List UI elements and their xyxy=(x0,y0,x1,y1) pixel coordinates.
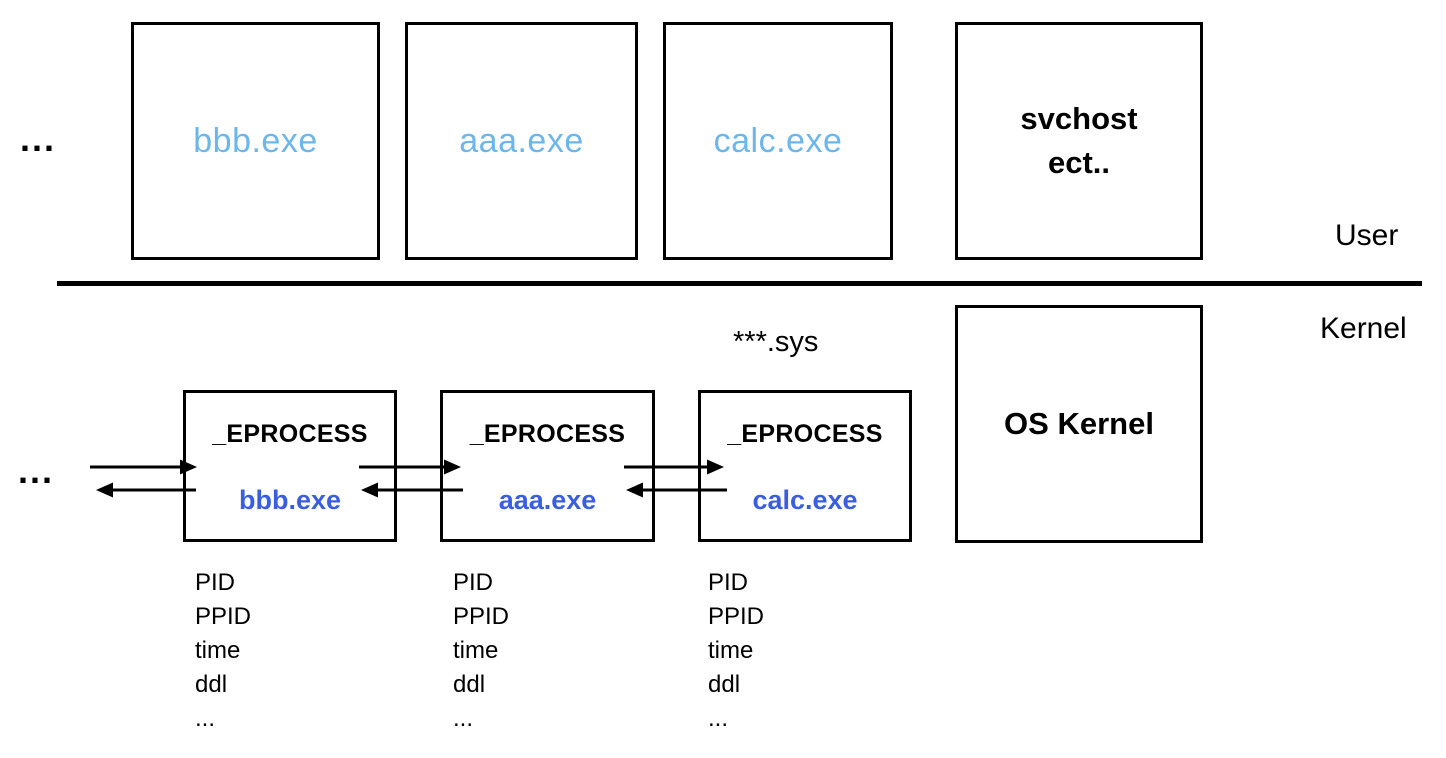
os-kernel-label: OS Kernel xyxy=(1004,406,1154,441)
eprocess-fields-aaa: PID PPID time ddl ... xyxy=(453,566,509,736)
user-process-label-aaa: aaa.exe xyxy=(459,121,584,160)
flink-arrow-0 xyxy=(90,459,197,475)
field-ppid: PPID xyxy=(708,603,765,630)
field-ppid: PPID xyxy=(453,603,510,630)
field-pid: PID xyxy=(708,569,749,596)
user-processes-ellipsis: ... xyxy=(20,118,57,159)
kernel-list-ellipsis: ... xyxy=(18,450,55,491)
driver-sys-label: ***.sys xyxy=(733,326,819,358)
eprocess-process-name-aaa: aaa.exe xyxy=(498,485,597,515)
field-time: time xyxy=(453,637,499,664)
field-ddl: ddl xyxy=(453,671,486,698)
eprocess-process-name-calc: calc.exe xyxy=(752,485,858,515)
eprocess-title: _EPROCESS xyxy=(727,420,883,448)
user-process-box-calc: calc.exe xyxy=(663,22,893,260)
eprocess-box-aaa: _EPROCESS aaa.exe xyxy=(440,390,655,542)
eprocess-box-bbb: _EPROCESS bbb.exe xyxy=(183,390,397,542)
user-process-box-svchost: svchost ect.. xyxy=(955,22,1203,260)
field-more: ... xyxy=(708,705,729,732)
eprocess-title: _EPROCESS xyxy=(212,420,368,448)
field-ppid: PPID xyxy=(195,603,252,630)
svchost-label-line1: svchost xyxy=(1020,100,1138,136)
field-ddl: ddl xyxy=(708,671,741,698)
field-time: time xyxy=(708,637,754,664)
user-process-label-calc: calc.exe xyxy=(713,121,843,160)
field-pid: PID xyxy=(453,569,494,596)
eprocess-title: _EPROCESS xyxy=(469,420,626,448)
eprocess-box-calc: _EPROCESS calc.exe xyxy=(698,390,912,542)
field-ddl: ddl xyxy=(195,671,228,698)
blink-arrow-0 xyxy=(96,482,196,498)
user-region-label: User xyxy=(1335,219,1399,252)
eprocess-fields-bbb: PID PPID time ddl ... xyxy=(195,566,251,736)
user-kernel-divider xyxy=(57,281,1422,286)
field-more: ... xyxy=(195,705,216,732)
field-time: time xyxy=(195,637,241,664)
eprocess-fields-calc: PID PPID time ddl ... xyxy=(708,566,764,736)
svchost-label-line2: ect.. xyxy=(1047,145,1110,180)
user-process-box-aaa: aaa.exe xyxy=(405,22,638,260)
user-process-box-bbb: bbb.exe xyxy=(131,22,380,260)
kernel-region-label: Kernel xyxy=(1320,312,1407,345)
user-process-label-bbb: bbb.exe xyxy=(193,121,318,160)
os-kernel-box: OS Kernel xyxy=(955,305,1203,543)
eprocess-process-name-bbb: bbb.exe xyxy=(238,485,342,515)
svchost-label: svchost ect.. xyxy=(1020,97,1137,185)
field-more: ... xyxy=(453,705,474,732)
field-pid: PID xyxy=(195,569,236,596)
